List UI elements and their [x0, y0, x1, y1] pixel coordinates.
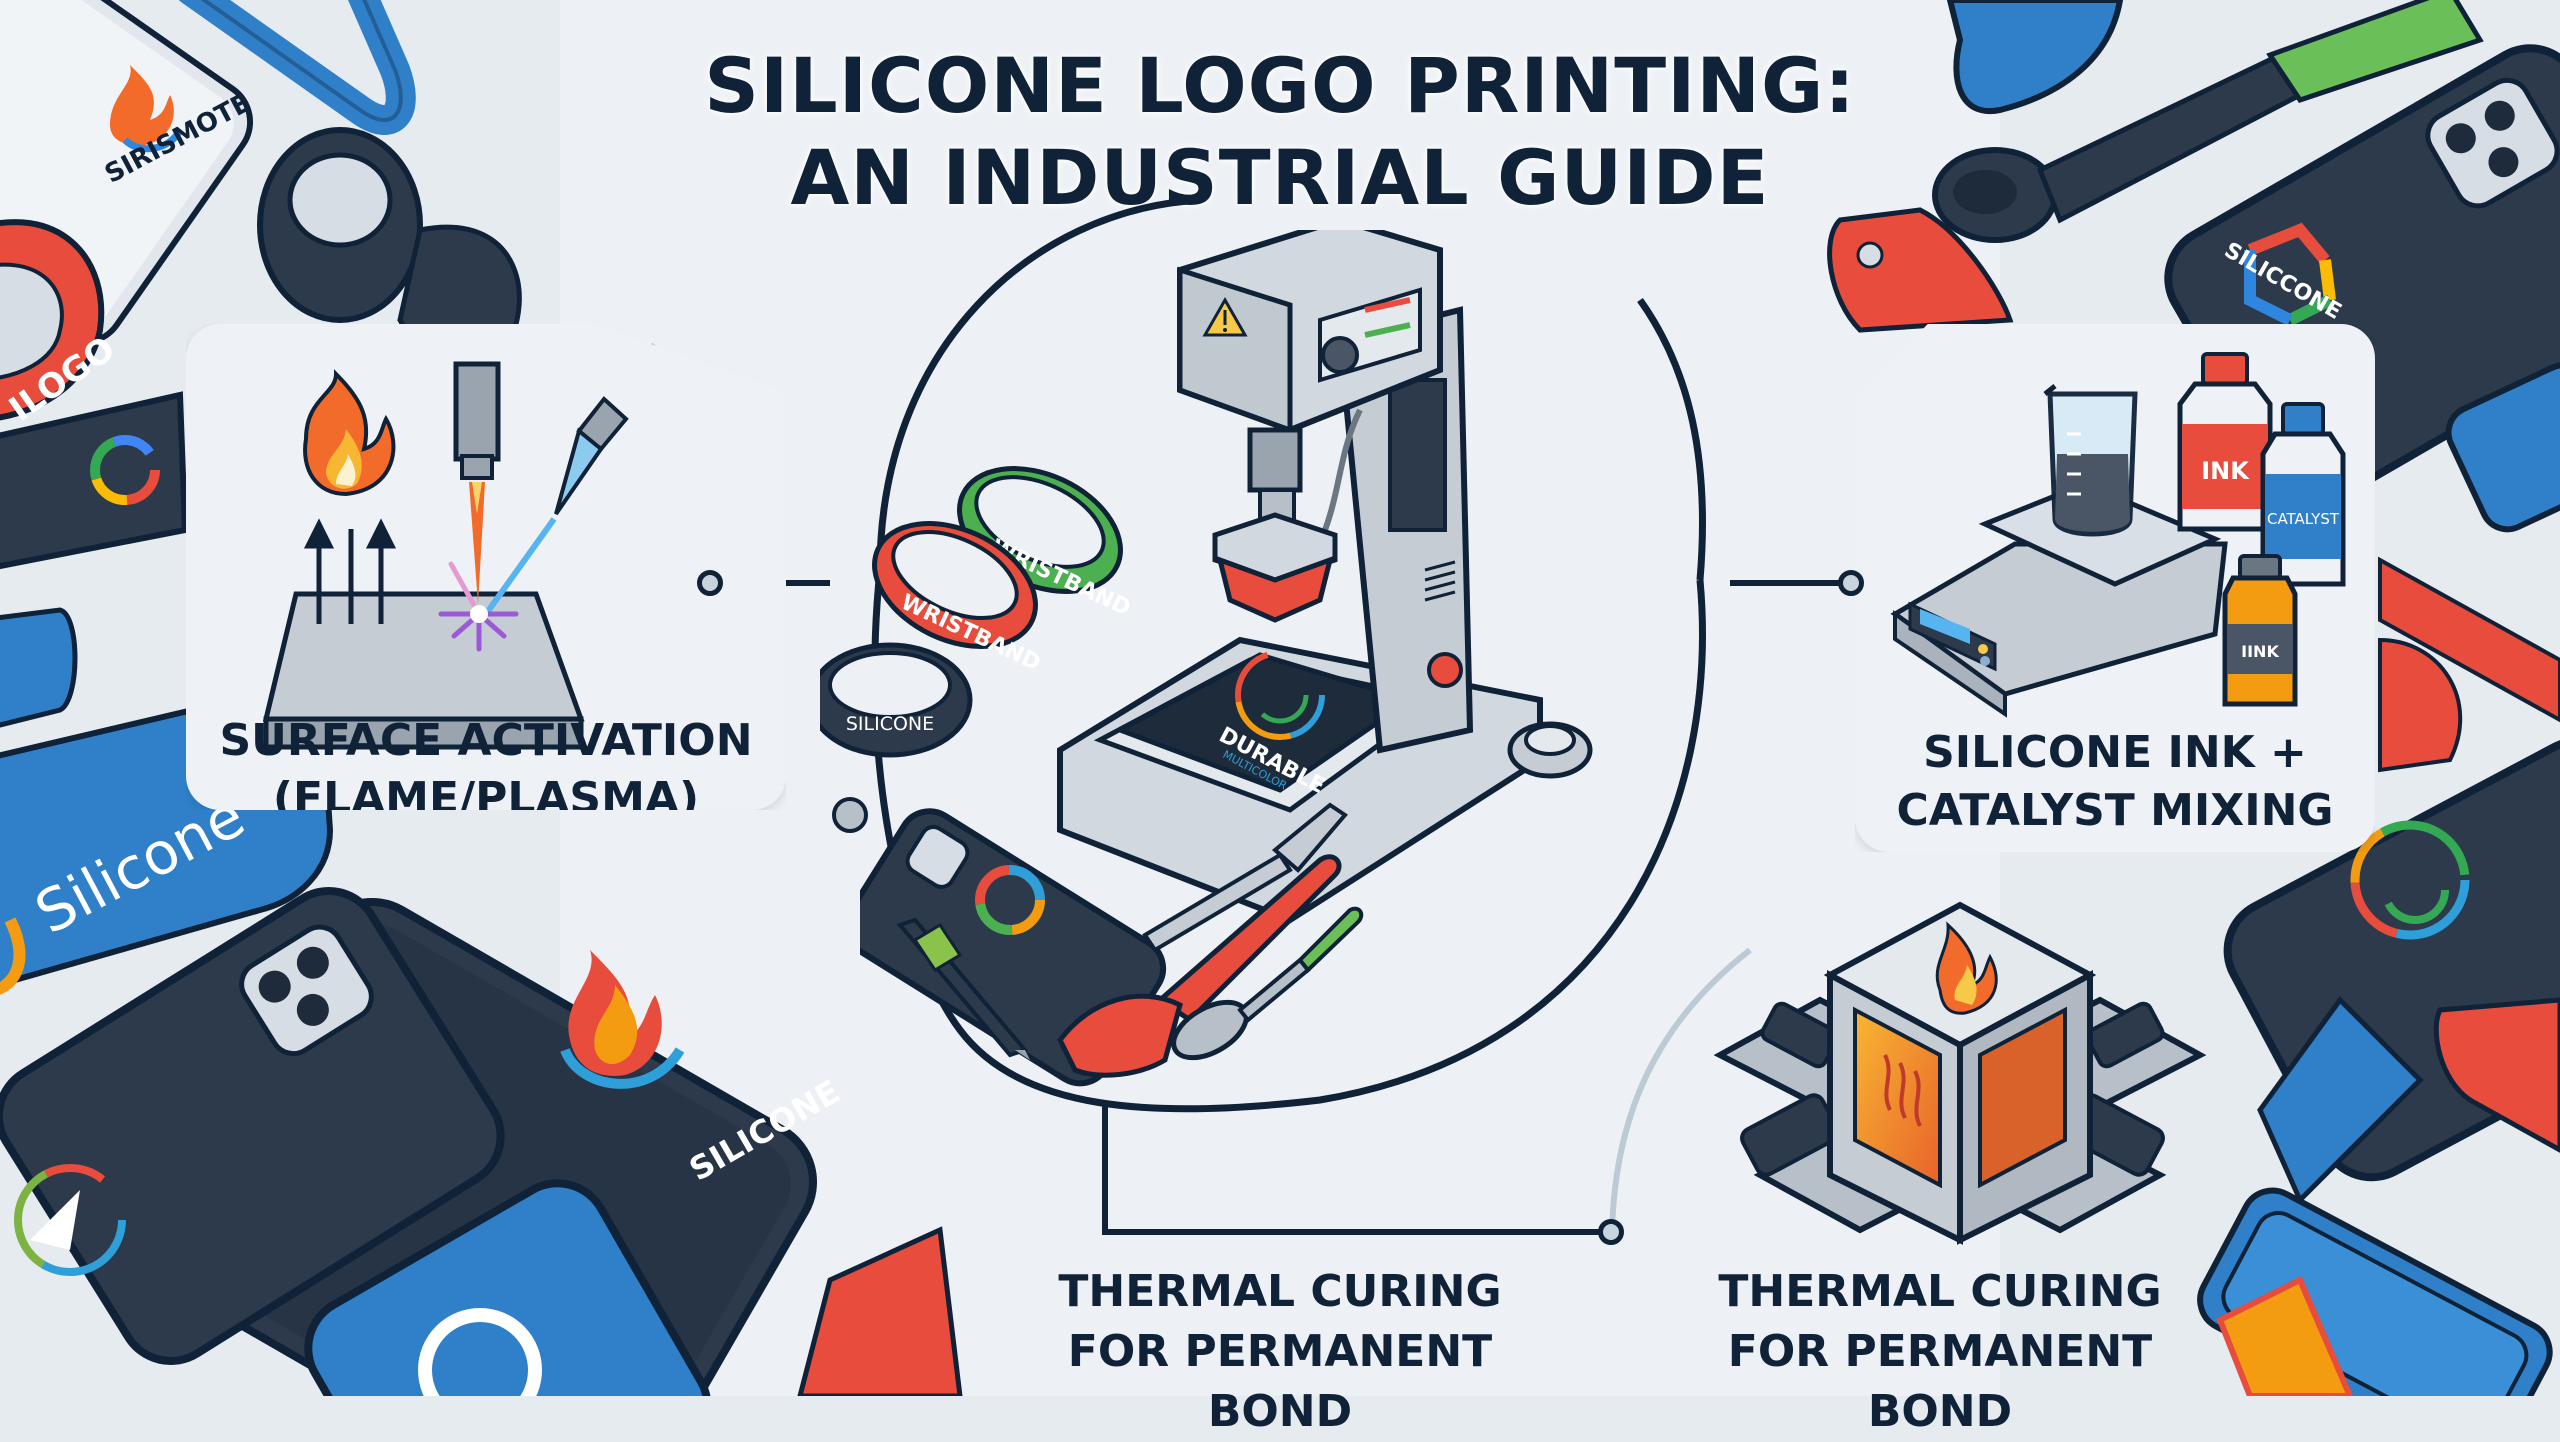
- circles-logo: [2350, 820, 2470, 940]
- substrate-plate-icon: [262, 591, 585, 750]
- title-line-2: AN INDUSTRIAL GUIDE: [790, 133, 1770, 222]
- small-ink-bottle-label: IINK: [2241, 642, 2279, 661]
- blue-tag-bottom-right: [2197, 1187, 2553, 1396]
- arrow-ring-logo: [14, 1164, 126, 1276]
- spark-icon: [438, 561, 519, 652]
- g-square-logo: [2244, 222, 2336, 326]
- pad-printing-machine-illustration: DURABLE MULTICOLOR WRISTBAND WRISTBAND S…: [820, 230, 1593, 924]
- emergency-stop-button: [1427, 652, 1463, 688]
- thermal-curing-2-line2: FOR PERMANENT BOND: [1727, 1326, 2153, 1437]
- page-title: SILICONE LOGO PRINTING: AN INDUSTRIAL GU…: [560, 40, 2000, 224]
- curing-oven-illustration: [1713, 901, 2207, 1245]
- up-arrows-icon: [303, 518, 397, 624]
- surface-activation-illustration: [262, 361, 629, 750]
- spoon-icon: [1171, 906, 1364, 1061]
- fork-icon: [1142, 802, 1348, 953]
- black-spatula: [1932, 0, 2484, 243]
- ink-bottle-small: IINK: [2222, 554, 2298, 707]
- connector-node-left: [697, 570, 723, 596]
- thermal-curing-label-2: THERMAL CURING FOR PERMANENT BOND: [1660, 1262, 2220, 1442]
- digital-scale-icon: [1890, 481, 2228, 718]
- thermal-curing-label-1: THERMAL CURING FOR PERMANENT BOND: [1000, 1262, 1560, 1442]
- thermal-curing-1-line2: FOR PERMANENT BOND: [1067, 1326, 1493, 1437]
- dark-case-g-logo: [0, 391, 189, 570]
- flame-icon: [1935, 921, 1998, 1015]
- ink-mixing-label-line1: SILICONE INK +: [1923, 727, 2307, 778]
- wristband-black-text: SILICONE: [846, 713, 934, 735]
- surface-activation-label-line2: (FLAME/PLASMA): [272, 773, 700, 824]
- catalyst-bottle-label: CATALYST: [2267, 510, 2340, 528]
- wristband-black: SILICONE: [820, 642, 973, 758]
- connector-node-bottom: [1598, 1219, 1624, 1245]
- step-surface-activation-panel: SURFACE ACTIVATION (FLAME/PLASMA): [186, 324, 786, 810]
- plasma-nozzle-icon: [453, 361, 501, 604]
- spray-torch-icon: [483, 396, 629, 616]
- ink-mixing-illustration: INK CATALYST IINK: [1890, 352, 2346, 718]
- surface-activation-label: SURFACE ACTIVATION (FLAME/PLASMA): [186, 712, 786, 824]
- warning-triangle-icon: [1202, 296, 1248, 337]
- ink-mixing-label-line2: CATALYST MIXING: [1896, 785, 2334, 836]
- thermal-curing-2-line1: THERMAL CURING: [1718, 1266, 2162, 1317]
- beaker-icon: [2043, 384, 2138, 537]
- catalyst-bottle: CATALYST: [2260, 402, 2346, 587]
- white-phone-case: [0, 0, 254, 346]
- flame-icon: [303, 369, 396, 497]
- ink-mixing-label: SILICONE INK + CATALYST MIXING: [1855, 724, 2375, 840]
- silicone-products-tray: [860, 802, 1364, 1087]
- surface-activation-label-line1: SURFACE ACTIVATION: [219, 715, 753, 766]
- title-line-1: SILICONE LOGO PRINTING:: [704, 41, 1856, 130]
- ink-bottle-label: INK: [2201, 457, 2250, 485]
- pen-icon: [896, 917, 1030, 1060]
- ink-bottle-red: INK: [2177, 352, 2273, 532]
- curing-oven-icon: [1823, 901, 2097, 1245]
- blue-case-bottom: [304, 1179, 712, 1396]
- step-ink-mixing-panel: INK CATALYST IINK SILICONE INK + CATALYS…: [1855, 324, 2375, 852]
- spatula-icon: [1057, 854, 1342, 1078]
- connector-node-right: [1838, 570, 1864, 596]
- sirismote-logo: [110, 65, 184, 153]
- dark-phone-case-bottom-left: [0, 887, 505, 1365]
- silicone-flame-logo: [560, 950, 685, 1089]
- thermal-curing-1-line1: THERMAL CURING: [1058, 1266, 1502, 1317]
